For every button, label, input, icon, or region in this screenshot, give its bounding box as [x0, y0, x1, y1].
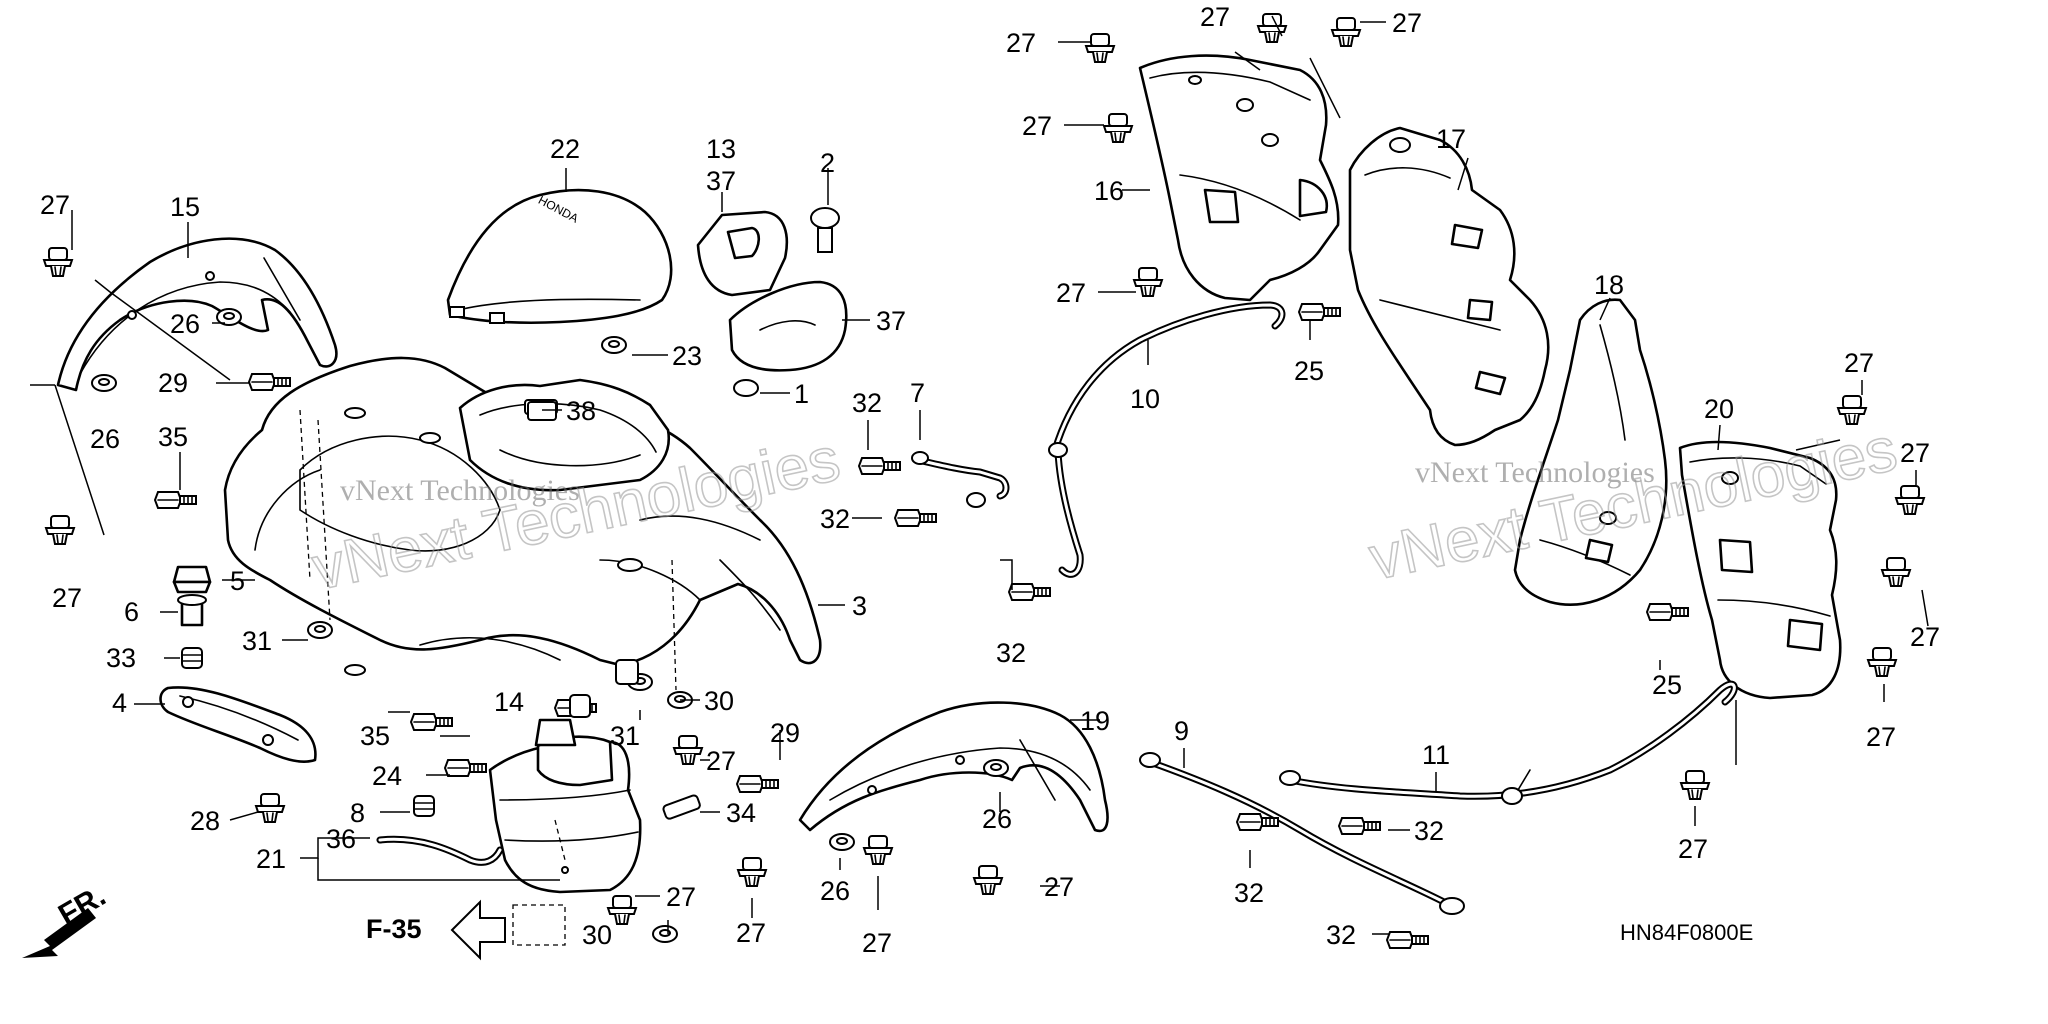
- callout: 32: [996, 638, 1026, 668]
- svg-text:F-35: F-35: [366, 914, 422, 944]
- callout: 26: [982, 804, 1012, 834]
- callout: 32: [1234, 878, 1264, 908]
- inner-panel-left: [1138, 54, 1340, 302]
- callout: 8: [350, 798, 365, 828]
- callout: 30: [582, 920, 612, 950]
- inner-panel-18: [1513, 298, 1668, 606]
- callout: 36: [326, 824, 356, 854]
- callout: 11: [1422, 740, 1450, 770]
- right-front-fender: [798, 701, 1109, 833]
- grommet-38: [527, 401, 557, 421]
- callout: 32: [820, 504, 850, 534]
- callout: 27: [1022, 111, 1052, 141]
- callout: 37: [876, 306, 906, 336]
- stay-rods-lower: [1139, 680, 1738, 915]
- callout: 27: [1866, 722, 1896, 752]
- callout: 35: [360, 721, 390, 751]
- callout: 26: [170, 309, 200, 339]
- arrow-left-icon: [450, 899, 506, 961]
- page-reference[interactable]: F-35: [366, 899, 506, 961]
- callout: 31: [242, 626, 272, 656]
- callout: 29: [770, 718, 800, 748]
- callout: 34: [726, 798, 756, 828]
- svg-text:vNext Technologies: vNext Technologies: [1415, 456, 1655, 489]
- callout: 26: [90, 424, 120, 454]
- callout-labels: 27 15 26 29 26 35 27 5 6 33 31 4 28 22 1…: [40, 2, 1940, 958]
- callout: 17: [1436, 124, 1466, 154]
- callout: 25: [1652, 670, 1682, 700]
- callout: 27: [1910, 622, 1940, 652]
- front-fender-main: [223, 356, 822, 676]
- callout: 37: [706, 166, 736, 196]
- callout: 3: [852, 591, 867, 621]
- inner-panel-right: [1678, 440, 1842, 700]
- callout: 21: [256, 844, 286, 874]
- callout: 29: [158, 368, 188, 398]
- callout: 32: [1326, 920, 1356, 950]
- callout: 27: [1200, 2, 1230, 32]
- callout: 27: [1006, 28, 1036, 58]
- callout: 10: [1130, 384, 1160, 414]
- stay-rods-upper: [911, 301, 1286, 578]
- callout: 27: [1900, 438, 1930, 468]
- callout: 26: [820, 876, 850, 906]
- callout: 2: [820, 148, 835, 178]
- hidden-lines: [299, 409, 677, 946]
- left-front-fender: [56, 237, 338, 392]
- callout: 33: [106, 643, 136, 673]
- callout: 27: [1844, 348, 1874, 378]
- callout: 27: [1678, 834, 1708, 864]
- leader-lines: [30, 15, 1929, 935]
- callout: 16: [1094, 176, 1124, 206]
- arrow-down-left-icon: [22, 908, 96, 958]
- callout: 24: [372, 761, 402, 791]
- callout: 20: [1704, 394, 1734, 424]
- front-direction-indicator: FR.: [22, 879, 111, 958]
- callout: 27: [52, 583, 82, 613]
- drawing-code: HN84F0800E: [1620, 920, 1753, 945]
- pad-34: [662, 794, 701, 820]
- callout: 4: [112, 688, 127, 718]
- callout: 5: [230, 566, 245, 596]
- callout: 27: [666, 882, 696, 912]
- callout: 19: [1080, 706, 1110, 736]
- callout: 9: [1174, 716, 1189, 746]
- headlight-cover: HONDA: [446, 188, 673, 325]
- callout: 14: [494, 687, 524, 717]
- callout: 32: [1414, 816, 1444, 846]
- callout: 27: [1044, 872, 1074, 902]
- callout: 38: [566, 396, 596, 426]
- callout: 35: [158, 422, 188, 452]
- callout: 30: [704, 686, 734, 716]
- inner-panel-17: [1348, 126, 1550, 447]
- callout: 1: [794, 379, 809, 409]
- callout: 15: [170, 192, 200, 222]
- callout: 27: [736, 918, 766, 948]
- callout: 27: [40, 190, 70, 220]
- svg-text:vNext Technologies: vNext Technologies: [340, 474, 580, 507]
- meter-panel-parts: [696, 207, 848, 397]
- callout: 31: [610, 721, 640, 751]
- callout: 23: [672, 341, 702, 371]
- callout: 25: [1294, 356, 1324, 386]
- callout: 22: [550, 134, 580, 164]
- callout: 28: [190, 806, 220, 836]
- callout: 6: [124, 597, 139, 627]
- callout: 27: [1056, 278, 1086, 308]
- callout: 32: [852, 388, 882, 418]
- callout: 18: [1594, 270, 1624, 300]
- callout: 13: [706, 134, 736, 164]
- callout: 27: [1392, 8, 1422, 38]
- left-bracket-parts: [159, 565, 317, 823]
- callout: 27: [706, 746, 736, 776]
- svg-text:FR.: FR.: [53, 879, 111, 932]
- callout: 7: [910, 378, 925, 408]
- storage-box: [376, 718, 642, 894]
- callout: 27: [862, 928, 892, 958]
